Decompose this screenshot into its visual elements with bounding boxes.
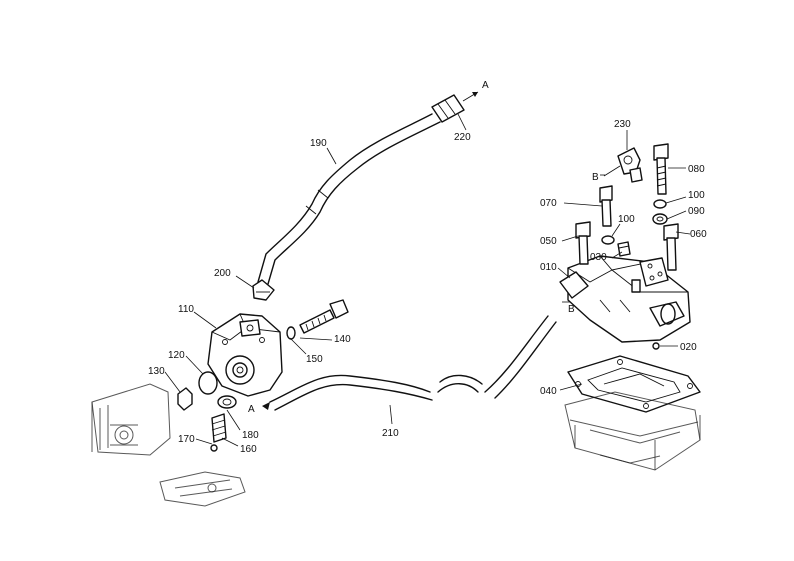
hose-190 — [257, 113, 441, 285]
label-230: 230 — [614, 119, 631, 130]
marker-a-bottom: A — [248, 404, 255, 415]
connection-markers: A A B B — [248, 80, 599, 415]
washers-100-090 — [652, 199, 668, 225]
label-210: 210 — [382, 428, 399, 439]
label-130: 130 — [148, 366, 165, 377]
label-050: 050 — [540, 236, 557, 247]
label-160: 160 — [240, 444, 257, 455]
pump-110 — [207, 313, 283, 397]
label-190: 190 — [310, 138, 327, 149]
label-110: 110 — [178, 304, 194, 315]
label-040: 040 — [540, 386, 557, 397]
label-170: 170 — [178, 434, 195, 445]
label-020: 020 — [680, 342, 697, 353]
bolt-060 — [663, 223, 679, 271]
label-080: 080 — [688, 164, 705, 175]
hose-210 — [262, 315, 557, 411]
engine-block-right — [564, 391, 701, 471]
bolt-080 — [653, 143, 669, 195]
bolt-050 — [575, 221, 591, 265]
banjo-230 — [617, 147, 643, 183]
label-090: 090 — [688, 206, 705, 217]
label-030: 030 — [590, 252, 607, 263]
leader-lines — [164, 113, 691, 447]
label-140: 140 — [334, 334, 351, 345]
valve-body-010 — [559, 255, 691, 343]
o-ring-120 — [198, 371, 218, 395]
coupling-130 — [177, 387, 193, 411]
label-100-mid: 100 — [618, 214, 635, 225]
label-070: 070 — [540, 198, 557, 209]
label-150: 150 — [306, 354, 323, 365]
washer-150 — [286, 326, 296, 340]
marker-b-upper: B — [592, 172, 599, 183]
label-180: 180 — [242, 430, 259, 441]
fitting-180-160 — [210, 395, 237, 452]
label-100-right: 100 — [688, 190, 705, 201]
label-010: 010 — [540, 262, 557, 273]
hose-sleeve-200 — [252, 279, 275, 301]
bolt-140 — [299, 299, 349, 334]
part-labels: 220 190 200 110 120 130 140 150 180 160 … — [148, 119, 707, 455]
o-ring-020 — [652, 342, 660, 350]
label-220: 220 — [454, 132, 471, 143]
engine-housing-left — [91, 383, 246, 507]
label-200: 200 — [214, 268, 231, 279]
label-120: 120 — [168, 350, 185, 361]
marker-a-top: A — [482, 80, 489, 91]
gasket-040 — [567, 355, 701, 413]
label-060: 060 — [690, 229, 707, 240]
plug-030 — [617, 241, 631, 257]
fitting-220 — [431, 91, 479, 123]
marker-b-lower: B — [568, 304, 575, 315]
bolt-070 — [599, 185, 615, 245]
